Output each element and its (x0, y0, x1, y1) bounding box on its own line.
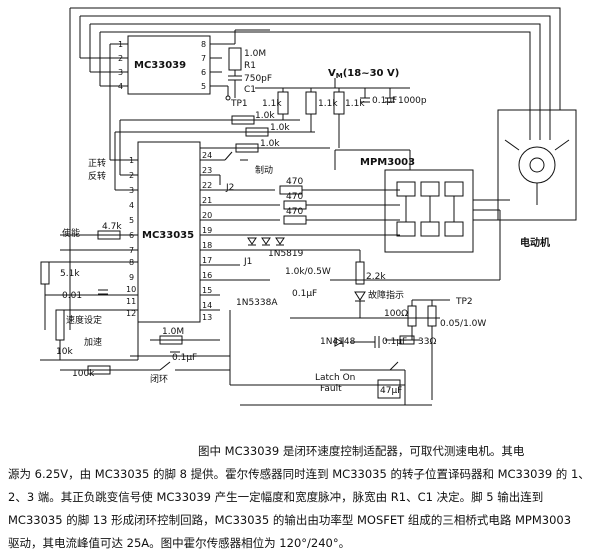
label-speed-set: 速度设定 (66, 314, 102, 326)
label-d-1n4148: 1N4148 (320, 337, 356, 347)
label-brake: 制动 (255, 164, 273, 176)
label-r-1k-a: 1.0k (255, 111, 275, 121)
label-fault: Fault (320, 384, 342, 394)
pin-33039-l4: 4 (118, 82, 123, 91)
mc33035-label: MC33035 (142, 230, 194, 241)
label-accel: 加速 (84, 337, 102, 348)
label-r-470-a: 470 (286, 177, 303, 187)
pin-33035-l6: 6 (129, 231, 134, 240)
label-r-1m: 1.0M (244, 49, 266, 59)
label-r-2-2k: 2.2k (366, 272, 386, 282)
label-r-470-c: 470 (286, 207, 303, 217)
mc33035-body (137, 141, 201, 323)
caption-text: 图中 MC33039 是闭环速度控制适配器，可取代测速电机。其电 源为 6.25… (8, 440, 608, 550)
label-r-1k-b: 1.0k (270, 123, 290, 133)
pin-33039-r7: 7 (201, 54, 206, 63)
pin-33039-r6: 6 (201, 68, 206, 77)
pin-33039-r8: 8 (201, 40, 206, 49)
label-r-005: 0.05/1.0W (440, 319, 486, 329)
pin-33039-r5: 5 (201, 82, 206, 91)
pin-33035-r19: 19 (202, 226, 212, 235)
label-r-470-b: 470 (286, 192, 303, 202)
label-tp1: TP1 (230, 99, 248, 109)
pin-33035-l2: 2 (129, 171, 134, 180)
pin-33035-l3: 3 (129, 186, 134, 195)
pin-33035-l11: 11 (126, 297, 136, 306)
pin-33035-l5: 5 (129, 216, 134, 225)
label-c-01u-low: 0.1μF (382, 337, 407, 347)
label-tp2: TP2 (455, 297, 473, 307)
label-fault-ind: 故障指示 (368, 289, 404, 301)
pin-33035-r15: 15 (202, 286, 212, 295)
label-c-1000p: 1000p (398, 96, 427, 106)
pin-33035-r17: 17 (202, 256, 212, 265)
label-d-1n5819: 1N5819 (268, 249, 304, 259)
label-j1: J1 (243, 257, 252, 267)
caption-line-1: 图中 MC33039 是闭环速度控制适配器，可取代测速电机。其电 (198, 444, 525, 458)
label-latch-on: Latch On (315, 373, 355, 383)
label-r-100: 100Ω (384, 309, 408, 319)
label-r-1k-c: 1.0k (260, 139, 280, 149)
label-c-47u: 47μF (380, 386, 402, 396)
label-d-1n5338a: 1N5338A (236, 298, 278, 308)
pin-33035-r23: 23 (202, 166, 212, 175)
pin-33039-l1: 1 (118, 40, 123, 49)
label-vm: VM(18~30 V) (328, 68, 399, 80)
mpm3003-label: MPM3003 (360, 157, 415, 168)
pin-33035-r13: 13 (202, 313, 212, 322)
label-r-1-1k-b: 1.1k (318, 99, 338, 109)
label-c-750p: 750pF (244, 74, 272, 84)
pin-33035-l8: 8 (129, 258, 134, 267)
pin-33035-r16: 16 (202, 271, 212, 280)
label-r-1-1k-c: 1.1k (345, 99, 365, 109)
pin-33035-r21: 21 (202, 196, 212, 205)
caption-line-4: MC33035 的脚 13 形成闭环控制回路，MC33035 的输出由功率型 M… (8, 513, 572, 527)
pin-33035-l1: 1 (129, 156, 134, 165)
label-j2: J2 (225, 183, 234, 193)
label-r1: R1 (244, 61, 256, 71)
pin-33035-l4: 4 (129, 201, 134, 210)
label-dir-rev: 反转 (88, 170, 106, 182)
label-c-01u-top: 0.1μF (372, 96, 397, 106)
pin-33039-l2: 2 (118, 54, 123, 63)
pin-33039-l3: 3 (118, 68, 123, 77)
label-c1: C1 (244, 85, 256, 95)
label-dir-fwd: 正转 (88, 157, 106, 169)
pin-33035-r20: 20 (202, 211, 212, 220)
label-r-1-1k-a: 1.1k (262, 99, 282, 109)
label-c-001: 0.01 (62, 291, 82, 301)
label-enable: 使能 (62, 227, 80, 239)
caption-line-5: 驱动，其电流峰值可达 25A。图中霍尔传感器相位为 120°/240°。 (8, 536, 351, 550)
pin-33035-r18: 18 (202, 241, 212, 250)
label-c-01u-bot: 0.1μF (172, 353, 197, 363)
pin-33035-l12: 12 (126, 309, 136, 318)
circuit-schematic: MC33039 MC33035 MPM3003 1 2 3 4 8 7 6 5 … (40, 7, 577, 406)
label-motor: 电动机 (520, 236, 550, 249)
mc33039-label: MC33039 (134, 60, 186, 71)
label-c-01u-mid: 0.1μF (292, 289, 317, 299)
label-closed-loop: 闭环 (150, 373, 168, 385)
label-r-4-7k: 4.7k (102, 222, 122, 232)
pin-33035-r24: 24 (202, 151, 212, 160)
pin-33035-l10: 10 (126, 285, 136, 294)
label-r-1-0m-b: 1.0M (162, 327, 184, 337)
pin-33035-l7: 7 (129, 246, 134, 255)
label-r-33: 33Ω (418, 337, 436, 347)
corner-logo (540, 523, 612, 549)
label-r-5-1k: 5.1k (60, 269, 80, 279)
label-r-100k: 100k (72, 369, 95, 379)
pin-33035-r14: 14 (202, 301, 212, 310)
mpm3003-body (384, 169, 474, 253)
mc33039-body (127, 35, 211, 95)
caption-line-3: 2、3 端。其正负跳变信号使 MC33039 产生一定幅度和宽度脉冲，脉宽由 R… (8, 490, 544, 504)
pin-33035-l9: 9 (129, 273, 134, 282)
label-r-10k: 10k (56, 347, 73, 357)
label-r-1k-05w: 1.0k/0.5W (285, 267, 331, 277)
pin-33035-r22: 22 (202, 181, 212, 190)
caption-line-2: 源为 6.25V，由 MC33035 的脚 8 提供。霍尔传感器同时连到 MC3… (8, 467, 590, 481)
